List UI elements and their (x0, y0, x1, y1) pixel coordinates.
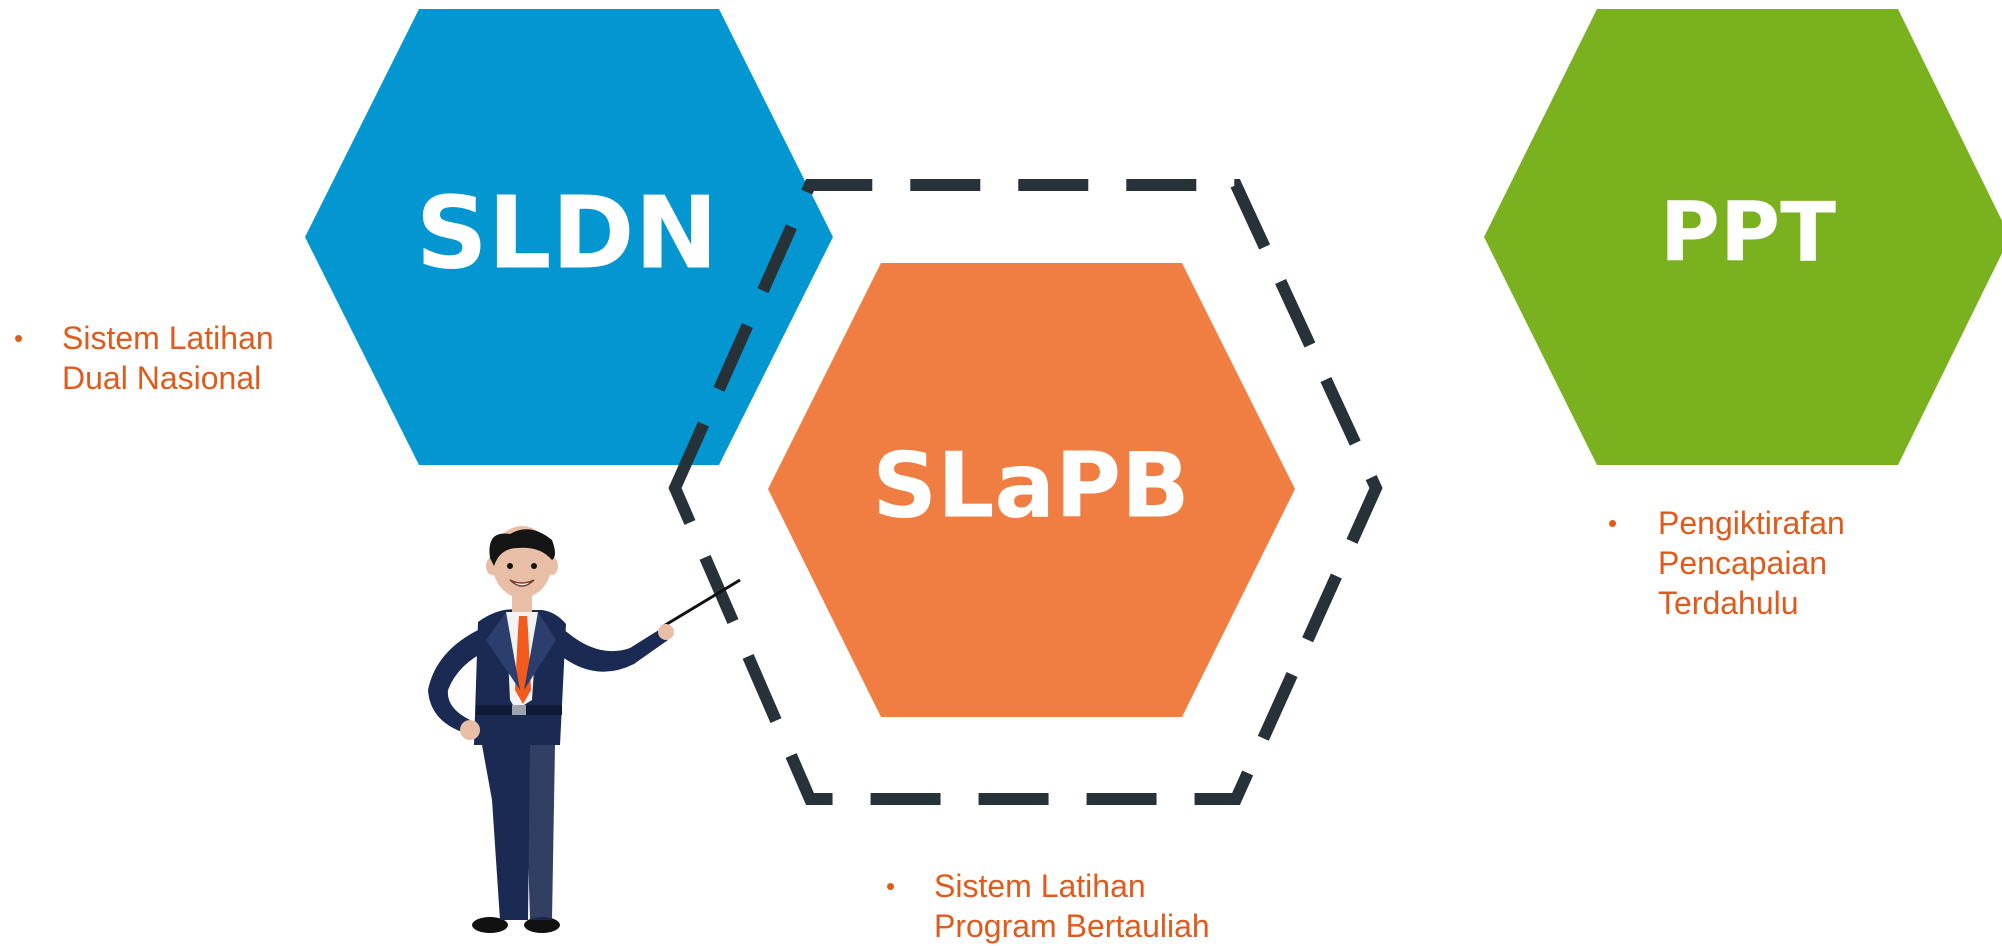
sldn-description-line: Dual Nasional (62, 360, 262, 396)
ppt-description: • Pengiktirafan Pencapaian Terdahulu (1608, 503, 1888, 633)
slapb-description: • Sistem Latihan Program Bertauliah (886, 866, 1246, 946)
bullet-marker: • (886, 871, 896, 901)
sldn-label: SLDN (416, 175, 718, 292)
bullet-marker: • (14, 323, 24, 353)
slapb-description-line: Sistem Latihan (934, 868, 1146, 904)
slapb-hexagon: SLaPB (768, 263, 1295, 717)
ppt-description-line: Pencapaian (1658, 545, 1828, 581)
ppt-description-line: Pengiktirafan (1658, 505, 1845, 541)
slapb-description-text: Sistem Latihan Program Bertauliah (934, 866, 1210, 946)
ppt-description-text: Pengiktirafan Pencapaian Terdahulu (1658, 503, 1845, 623)
sldn-description-line: Sistem Latihan (62, 320, 274, 356)
ppt-description-line: Terdahulu (1658, 585, 1799, 621)
ppt-label: PPT (1660, 186, 1836, 281)
sldn-description-text: Sistem Latihan Dual Nasional (62, 318, 274, 398)
slapb-label: SLaPB (872, 434, 1189, 539)
businessman-presenter-icon (428, 526, 741, 933)
sldn-description: • Sistem Latihan Dual Nasional (14, 318, 314, 408)
dashed-hexagon-outline (668, 179, 1383, 805)
slapb-description-line: Program Bertauliah (934, 908, 1210, 944)
bullet-marker: • (1608, 508, 1618, 538)
ppt-hexagon: PPT (1484, 9, 2002, 465)
sldn-hexagon: SLDN (305, 9, 833, 465)
